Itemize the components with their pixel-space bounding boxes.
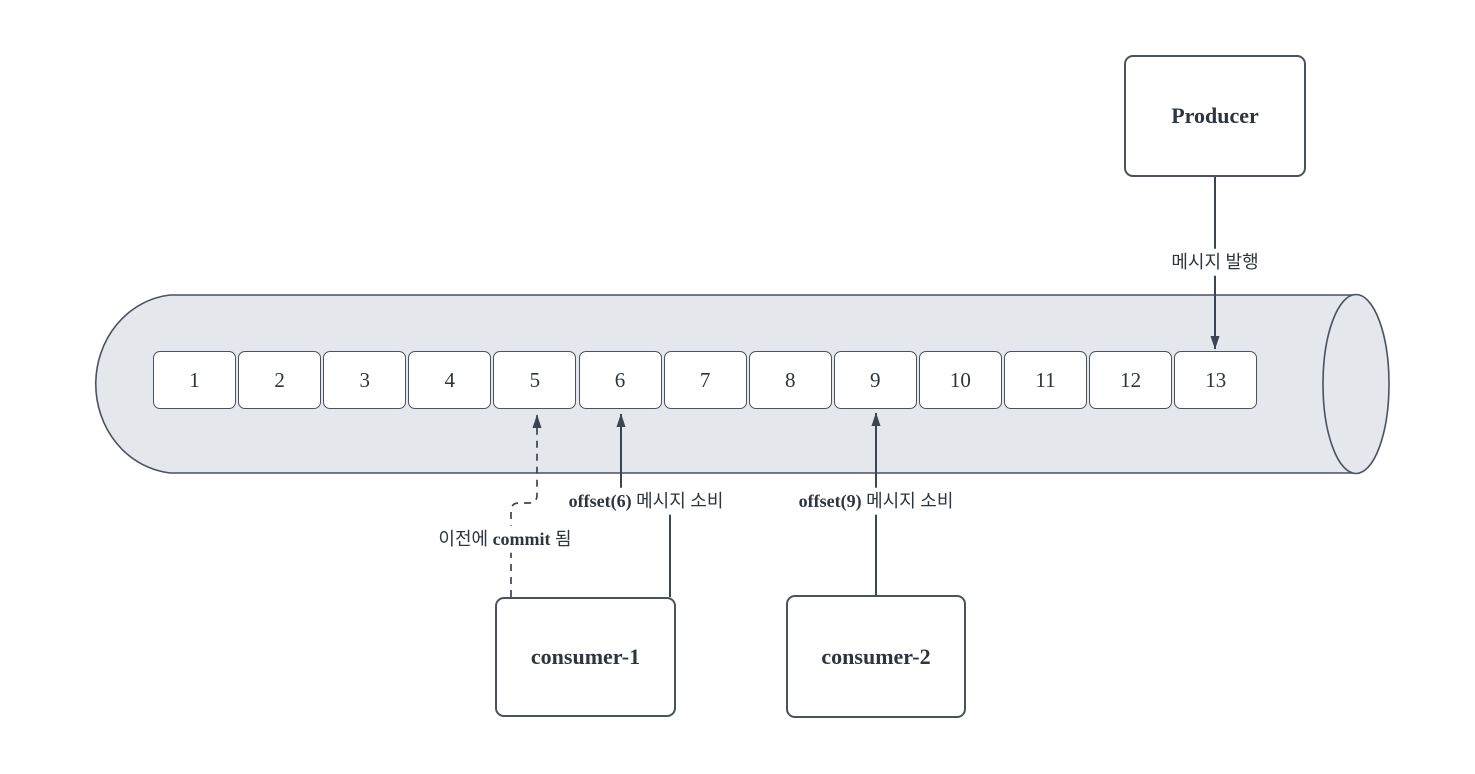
partition-cell-1: 1 (153, 351, 236, 409)
partition-cell-7: 7 (663, 351, 747, 409)
partition-cell-6: 6 (578, 351, 662, 409)
partition-cell-8: 8 (748, 351, 832, 409)
partition-cell-3: 3 (323, 351, 407, 409)
consumer-2-node: consumer-2 (786, 595, 966, 718)
partition-cell-13: 13 (1174, 351, 1258, 409)
partition-cell-9: 9 (833, 351, 917, 409)
producer-node: Producer (1124, 55, 1306, 177)
partition-cell-4: 4 (408, 351, 492, 409)
partition-cell-12: 12 (1089, 351, 1173, 409)
publish-message-label: 메시지 발행 (1167, 248, 1263, 276)
offset6-consume-label: offset(6) 메시지 소비 (564, 487, 728, 515)
partition-cell-2: 2 (238, 351, 322, 409)
consumer-1-node: consumer-1 (495, 597, 676, 717)
consumer-2-label: consumer-2 (821, 643, 931, 669)
partition-cell-5: 5 (493, 351, 577, 409)
consumer-1-label: consumer-1 (530, 644, 641, 669)
producer-label: Producer (1171, 103, 1259, 128)
committed-dashed-arrow (510, 414, 542, 597)
cylinder-end-ellipse (1322, 293, 1390, 475)
offset9-consume-label: offset(9) 메시지 소비 (794, 487, 958, 515)
partition-cell-11: 11 (1004, 351, 1087, 409)
previously-committed-label: 이전에 commit 됨 (434, 525, 576, 553)
partition-cell-10: 10 (918, 351, 1002, 409)
